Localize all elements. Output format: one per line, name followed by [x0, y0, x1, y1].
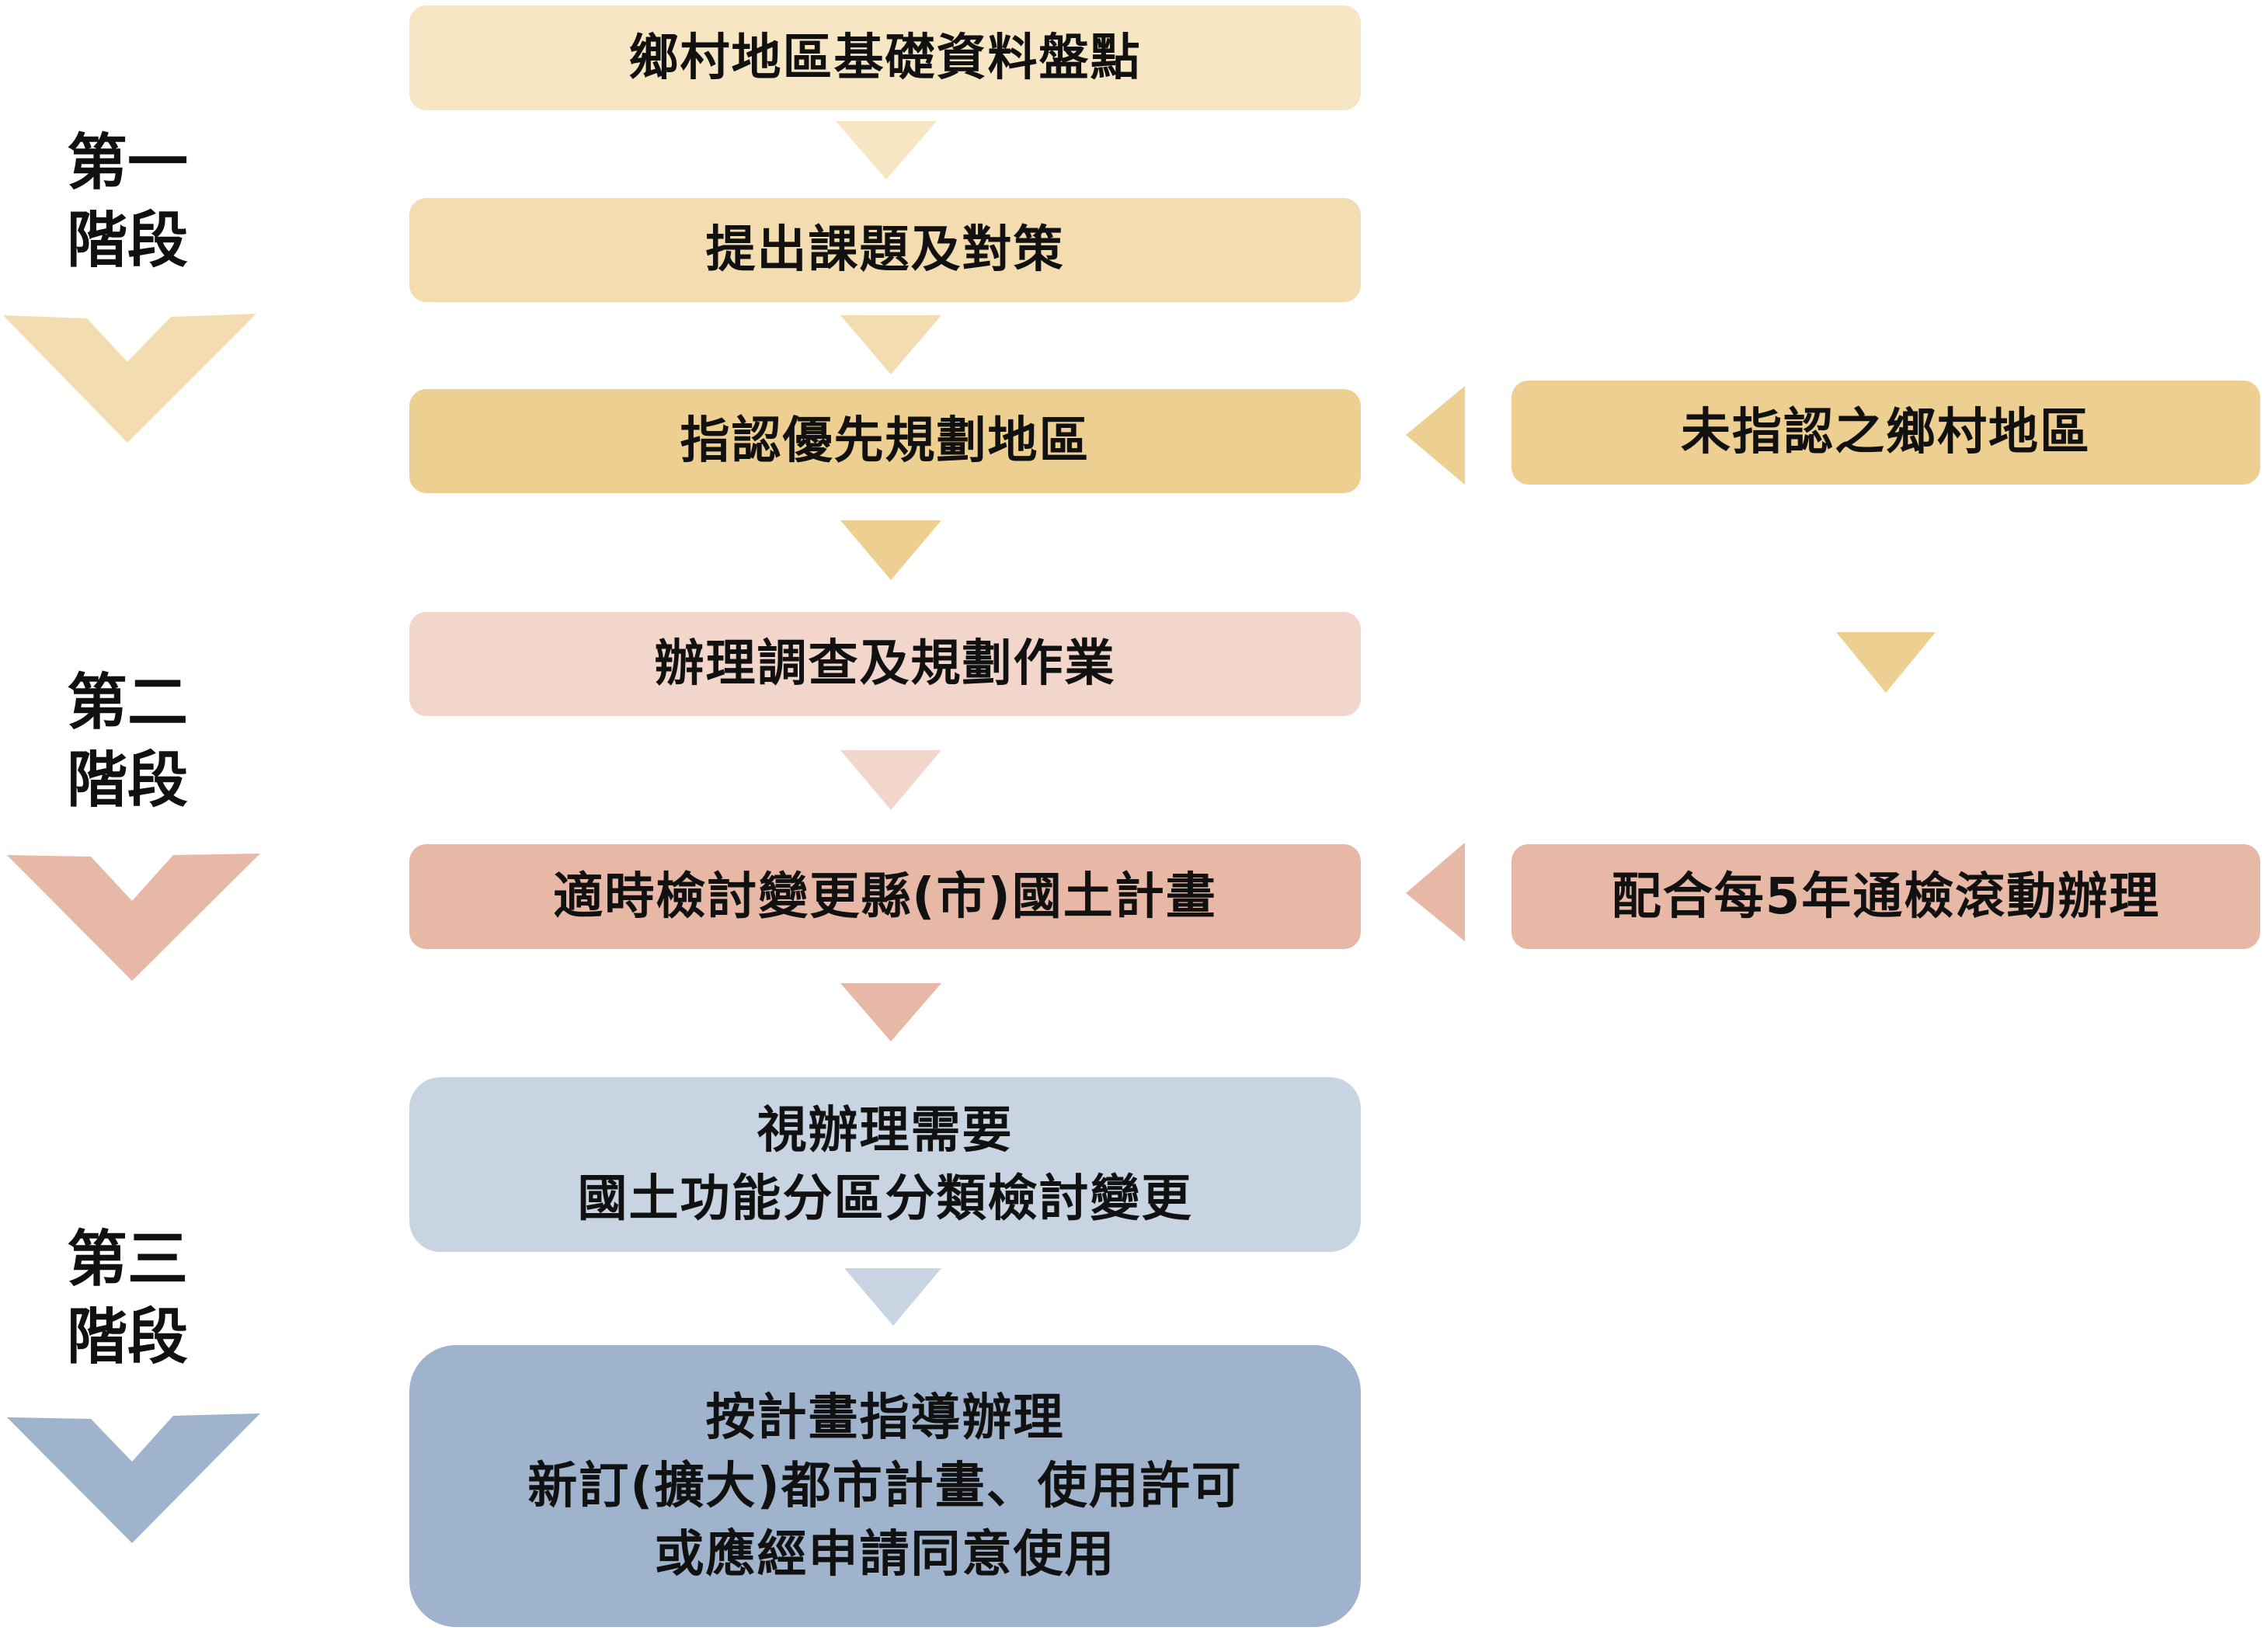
step-text: 按計畫指導辦理	[705, 1389, 1065, 1447]
step-text: 鄉村地區基礎資料盤點	[628, 29, 1142, 87]
stage-2-chevron-icon	[7, 854, 260, 981]
down-arrow-icon	[840, 315, 941, 374]
step-text: 配合每5年通檢滾動辦理	[1611, 867, 2161, 926]
stage-label-line: 階段	[67, 206, 189, 276]
stage-3-chevron-icon	[7, 1413, 260, 1543]
down-arrow-icon	[836, 121, 937, 179]
step-text: 視辦理需要	[757, 1101, 1014, 1159]
down-arrow-icon	[840, 520, 941, 580]
step-text: 適時檢討變更縣(市)國土計畫	[553, 867, 1217, 926]
stage-label-line: 階段	[67, 1302, 189, 1372]
step-rural-data-inventory: 鄉村地區基礎資料盤點	[409, 5, 1361, 110]
side-down-arrow-icon	[1836, 632, 1936, 693]
step-text: 辦理調查及規劃作業	[654, 635, 1116, 693]
stage-1-chevron-icon	[3, 314, 256, 443]
step-identify-priority-areas: 指認優先規劃地區	[409, 389, 1361, 493]
down-arrow-icon	[844, 1268, 941, 1326]
stage-label-line: 第二	[67, 668, 189, 738]
stage-label-line: 第一	[67, 128, 189, 198]
step-text: 提出課題及對策	[705, 221, 1065, 279]
step-zoning-review: 視辦理需要 國土功能分區分類檢討變更	[409, 1077, 1361, 1252]
step-issues-and-strategies: 提出課題及對策	[409, 198, 1361, 302]
stage-label-line: 階段	[67, 746, 189, 815]
stage-1-label: 第一 階段	[67, 124, 188, 280]
step-text: 指認優先規劃地區	[680, 412, 1091, 470]
left-arrow-icon	[1406, 386, 1465, 485]
stage-label-line: 第三	[67, 1225, 189, 1295]
side-step-five-year-review: 配合每5年通檢滾動辦理	[1511, 844, 2260, 949]
step-survey-and-planning: 辦理調查及規劃作業	[409, 612, 1361, 716]
step-text: 新訂(擴大)都市計畫、使用許可	[527, 1457, 1243, 1515]
stage-2-label: 第二 階段	[67, 664, 188, 819]
step-review-county-plan: 適時檢討變更縣(市)國土計畫	[409, 844, 1361, 949]
down-arrow-icon	[840, 750, 941, 810]
down-arrow-icon	[840, 983, 941, 1041]
step-implement-per-plan: 按計畫指導辦理 新訂(擴大)都市計畫、使用許可 或應經申請同意使用	[409, 1345, 1361, 1627]
step-text: 未指認之鄉村地區	[1681, 404, 2091, 461]
left-arrow-icon	[1406, 843, 1465, 941]
side-step-unidentified-rural-areas: 未指認之鄉村地區	[1511, 381, 2260, 485]
stage-3-label: 第三 階段	[67, 1221, 188, 1376]
step-text: 或應經申請同意使用	[654, 1525, 1116, 1584]
step-text: 國土功能分區分類檢討變更	[577, 1170, 1193, 1228]
